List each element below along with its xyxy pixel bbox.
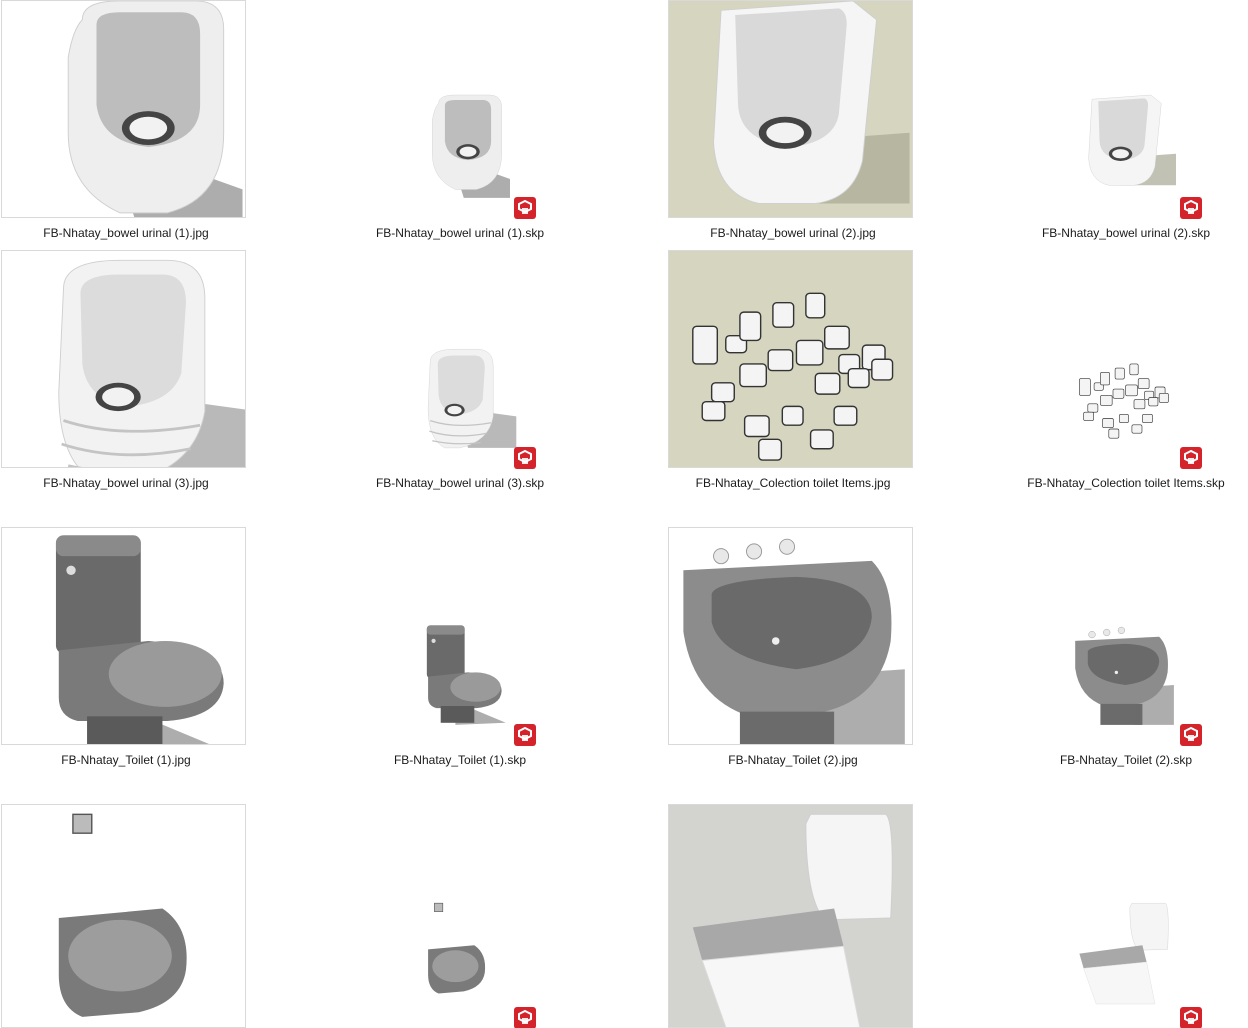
image-thumbnail[interactable] — [1, 527, 246, 745]
file-name-label: FB-Nhatay_bowel urinal (1).jpg — [43, 226, 209, 240]
file-name-label: FB-Nhatay_bowel urinal (2).jpg — [710, 226, 876, 240]
urinal-small-illustration — [67, 1, 243, 217]
toilet-illustration — [426, 625, 506, 725]
file-tile[interactable] — [648, 804, 938, 1028]
file-tile[interactable] — [981, 804, 1248, 1028]
sketchup-model-thumbnail[interactable] — [1001, 250, 1246, 470]
collection-illustration — [692, 292, 894, 461]
file-name-label: FB-Nhatay_bowel urinal (3).jpg — [43, 476, 209, 490]
urinal-tall-illustration — [713, 1, 910, 204]
bidet-illustration — [1075, 626, 1174, 725]
file-name-label: FB-Nhatay_bowel urinal (3).skp — [375, 476, 545, 490]
sketchup-model-thumbnail[interactable] — [1001, 0, 1246, 220]
sketchup-model-thumbnail[interactable] — [335, 250, 580, 470]
sketchup-file-icon — [1179, 446, 1203, 470]
file-name-label: FB-Nhatay_bowel urinal (2).skp — [1041, 226, 1211, 240]
sketchup-model-thumbnail[interactable] — [335, 0, 580, 220]
file-name-label: FB-Nhatay_Toilet (1).jpg — [61, 753, 191, 767]
file-tile[interactable]: FB-Nhatay_bowel urinal (2).skp — [981, 0, 1248, 270]
image-thumbnail[interactable] — [1, 250, 246, 468]
image-thumbnail[interactable] — [668, 250, 913, 468]
urinal-ribbed-illustration — [427, 348, 517, 449]
file-name-label: FB-Nhatay_Toilet (2).skp — [1059, 753, 1193, 767]
urinal-small-illustration — [432, 94, 510, 198]
file-tile[interactable] — [315, 804, 605, 1028]
wall-toilet-illustration — [58, 813, 187, 1017]
file-name-label: FB-Nhatay_Colection toilet Items.jpg — [695, 476, 891, 490]
sketchup-file-icon — [1179, 723, 1203, 747]
collection-illustration — [1079, 363, 1169, 439]
bidet-illustration — [683, 538, 905, 744]
image-thumbnail[interactable] — [668, 0, 913, 218]
file-name-label: FB-Nhatay_bowel urinal (1).skp — [375, 226, 545, 240]
file-tile[interactable]: FB-Nhatay_bowel urinal (2).jpg — [648, 0, 938, 270]
sketchup-file-icon — [513, 1006, 537, 1028]
file-tile[interactable]: FB-Nhatay_Toilet (2).jpg — [648, 527, 938, 797]
image-thumbnail[interactable] — [668, 804, 913, 1028]
sketchup-file-icon — [513, 196, 537, 220]
image-thumbnail[interactable] — [668, 527, 913, 745]
sketchup-file-icon — [1179, 196, 1203, 220]
sketchup-model-thumbnail[interactable] — [1001, 527, 1246, 747]
file-tile[interactable]: FB-Nhatay_bowel urinal (3).jpg — [0, 250, 271, 520]
sketchup-file-icon — [513, 723, 537, 747]
file-tile[interactable] — [0, 804, 271, 1028]
file-tile[interactable]: FB-Nhatay_bowel urinal (3).skp — [315, 250, 605, 520]
wall-toilet-illustration — [428, 902, 486, 994]
image-thumbnail[interactable] — [1, 0, 246, 218]
file-tile[interactable]: FB-Nhatay_Toilet (1).skp — [315, 527, 605, 797]
toilet-illustration — [55, 535, 224, 744]
file-tile[interactable]: FB-Nhatay_Toilet (1).jpg — [0, 527, 271, 797]
file-tile[interactable]: FB-Nhatay_Colection toilet Items.skp — [981, 250, 1248, 520]
sketchup-file-icon — [1179, 1006, 1203, 1028]
file-name-label: FB-Nhatay_Colection toilet Items.skp — [1027, 476, 1225, 490]
white-toilet-illustration — [1079, 902, 1169, 1005]
file-tile[interactable]: FB-Nhatay_bowel urinal (1).jpg — [0, 0, 271, 270]
white-toilet-illustration — [692, 813, 893, 1027]
file-tile[interactable]: FB-Nhatay_Toilet (2).skp — [981, 527, 1248, 797]
file-tile[interactable]: FB-Nhatay_Colection toilet Items.jpg — [648, 250, 938, 520]
urinal-ribbed-illustration — [58, 259, 245, 467]
sketchup-model-thumbnail[interactable] — [335, 804, 580, 1028]
image-thumbnail[interactable] — [1, 804, 246, 1028]
file-name-label: FB-Nhatay_Toilet (1).skp — [393, 753, 527, 767]
sketchup-model-thumbnail[interactable] — [335, 527, 580, 747]
urinal-tall-illustration — [1088, 94, 1176, 186]
file-name-label: FB-Nhatay_Toilet (2).jpg — [728, 753, 858, 767]
file-tile[interactable]: FB-Nhatay_bowel urinal (1).skp — [315, 0, 605, 270]
sketchup-model-thumbnail[interactable] — [1001, 804, 1246, 1028]
sketchup-file-icon — [513, 446, 537, 470]
